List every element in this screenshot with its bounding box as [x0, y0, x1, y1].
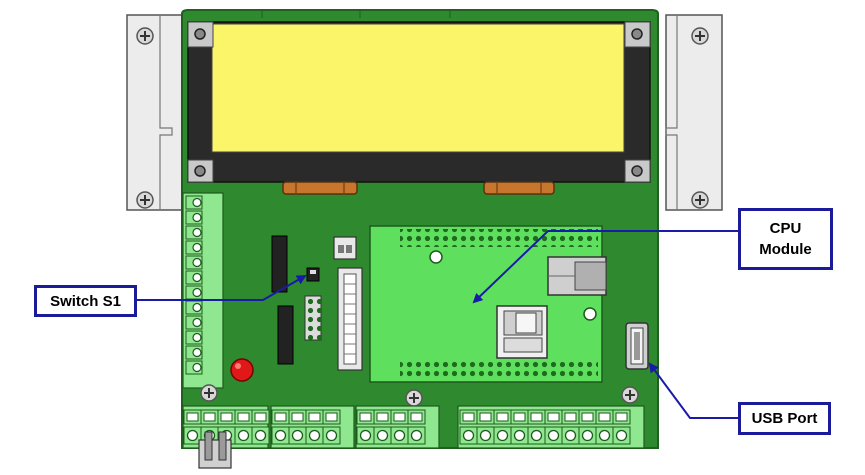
usb-port [625, 322, 649, 370]
usb-port-leader [648, 362, 740, 419]
ethernet-port [547, 256, 607, 296]
cpu-module-board [369, 225, 603, 383]
cpu-module-callout: CPU Module [738, 208, 833, 270]
left-mounting-bracket [126, 14, 189, 211]
ribbon-header-vertical [337, 267, 363, 371]
usb-port-callout: USB Port [738, 402, 831, 435]
lcd-ribbon-connector-right [483, 181, 555, 195]
switch-s1-leader [135, 275, 307, 301]
vertical-chip-upper [271, 235, 288, 293]
cpu-module-label-line1: CPU [769, 220, 802, 237]
ground-connector [198, 431, 232, 469]
lcd-ribbon-connector-left [282, 181, 358, 195]
bottom-terminal-block-2 [270, 405, 355, 449]
bottom-terminal-block-4 [457, 405, 645, 449]
small-white-connector [333, 236, 357, 260]
sd-card-slot [496, 305, 548, 359]
cpu-module-leader [472, 230, 740, 304]
usb-port-label: USB Port [751, 410, 818, 427]
switch-s1-callout: Switch S1 [34, 285, 137, 317]
lcd-display [187, 21, 651, 183]
vertical-chip-lower [277, 305, 294, 365]
red-led [230, 358, 254, 382]
switch-s1-label: Switch S1 [50, 292, 121, 310]
switch-s1 [306, 267, 320, 282]
pin-header [304, 295, 322, 341]
left-terminal-block [182, 192, 224, 389]
bottom-terminal-block-3 [355, 405, 440, 449]
cpu-module-label-line2: Module [759, 241, 812, 258]
right-mounting-bracket [665, 14, 723, 211]
